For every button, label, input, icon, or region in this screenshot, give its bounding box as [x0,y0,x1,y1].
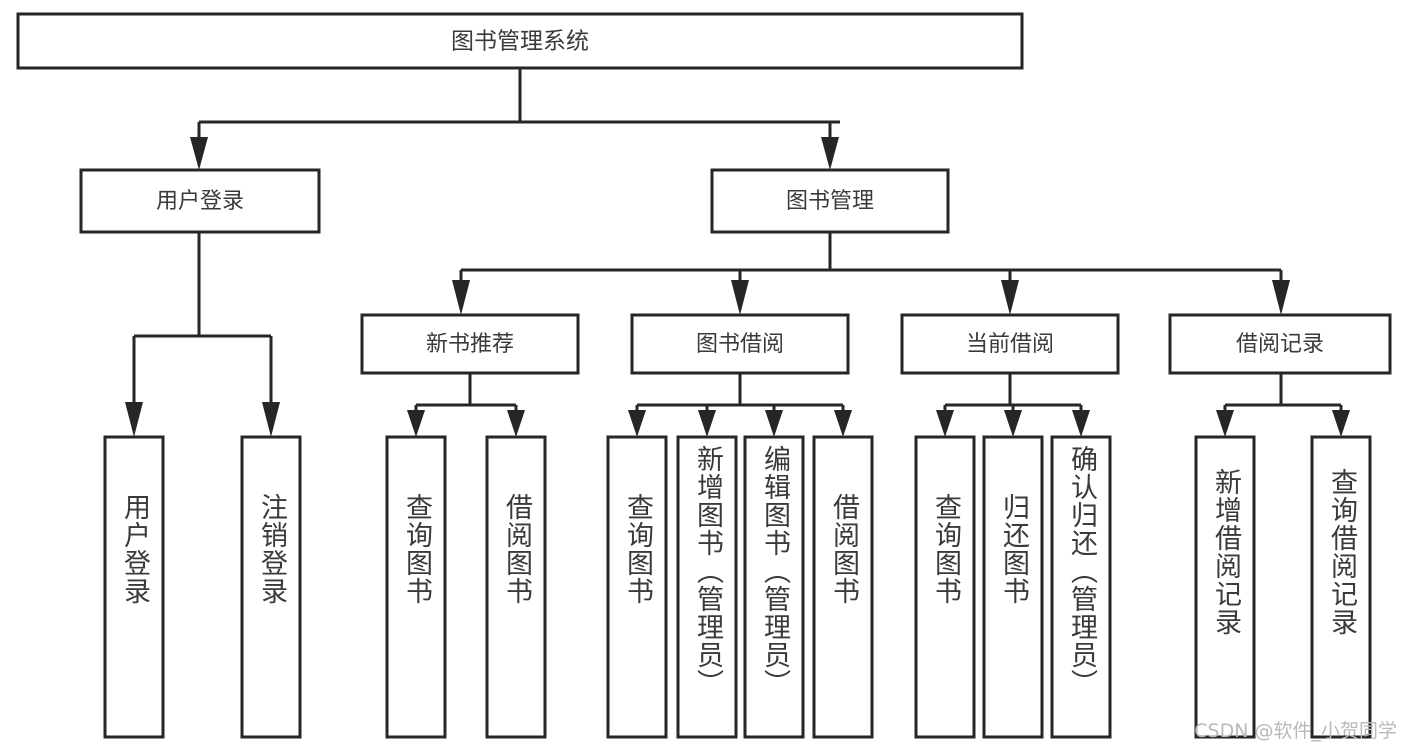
watermark-text: CSDN @软件_小贺同学 [1194,720,1397,742]
node-user-login[interactable]: 用户登录 [79,168,321,234]
arrowhead-leaf-edit-book [765,410,783,437]
arrowhead-book-borrow [731,280,749,315]
node-user-login-label: 用户登录 [156,189,244,214]
connector-group-new-book-rec [407,373,525,437]
node-borrow-record[interactable]: 借阅记录 [1168,313,1392,375]
arrowhead-leaf-add-record [1216,410,1234,437]
arrowhead-user-login [190,137,208,170]
node-leaf-add-record-box[interactable] [1194,435,1256,739]
node-new-book-rec[interactable]: 新书推荐 [360,313,580,375]
node-leaf-edit-book-box[interactable] [743,435,805,739]
connector-group-book-manage [452,232,1290,315]
node-leaf-query-book-borrow-box[interactable] [606,435,668,739]
node-leaf-query-record-box[interactable] [1310,435,1372,739]
node-leaf-add-book-box[interactable] [676,435,738,739]
arrowhead-leaf-confirm-return [1072,410,1090,437]
arrowhead-current-borrow [1001,280,1019,315]
node-book-borrow-box[interactable] [630,313,850,375]
node-leaf-confirm-return-box[interactable] [1050,435,1112,739]
node-leaf-borrow-book-rec-box[interactable] [485,435,547,739]
node-current-borrow-box[interactable] [900,313,1120,375]
node-leaf-borrow-book-box[interactable] [812,435,874,739]
node-borrow-record-box[interactable] [1168,313,1392,375]
connector-group-book-borrow [628,373,852,437]
node-leaf-query-book-rec-box[interactable] [385,435,447,739]
node-root-box[interactable] [16,12,1024,70]
node-book-manage-label: 图书管理 [786,189,874,214]
node-root-label: 图书管理系统 [451,29,589,55]
arrowhead-leaf-return-book [1004,410,1022,437]
node-book-manage[interactable]: 图书管理 [710,168,950,234]
node-root[interactable]: 图书管理系统 [16,12,1024,70]
node-current-borrow[interactable]: 当前借阅 [900,313,1120,375]
node-leaf-return-book-box[interactable] [982,435,1044,739]
node-current-borrow-label: 当前借阅 [966,332,1054,357]
arrowhead-leaf-add-book [698,410,716,437]
connector-group-current-borrow [936,373,1090,437]
arrowhead-leaf-user-logout [262,402,280,437]
node-borrow-record-label: 借阅记录 [1236,332,1324,357]
node-leaf-user-login-box[interactable] [103,435,165,739]
arrowhead-leaf-borrow-book-rec [507,410,525,437]
arrowhead-leaf-user-login [125,402,143,437]
arrowhead-leaf-query-record [1332,410,1350,437]
arrowhead-leaf-query-book-rec [407,410,425,437]
connector-group-user-login [125,232,280,437]
arrowhead-leaf-query-book-borrow [628,410,646,437]
connector-group-root [190,68,840,170]
arrowhead-book-manage [821,137,839,170]
node-leaf-query-book-current-box[interactable] [914,435,976,739]
arrowhead-leaf-borrow-book [834,410,852,437]
node-book-borrow[interactable]: 图书借阅 [630,313,850,375]
node-new-book-rec-box[interactable] [360,313,580,375]
arrowhead-leaf-query-book-current [936,410,954,437]
node-new-book-rec-label: 新书推荐 [426,332,514,357]
node-user-login-box[interactable] [79,168,321,234]
connector-group-borrow-record [1216,373,1350,437]
arrowhead-new-book-rec [452,280,470,315]
node-book-borrow-label: 图书借阅 [696,332,784,357]
node-book-manage-box[interactable] [710,168,950,234]
arrowhead-borrow-record [1272,280,1290,315]
node-leaf-user-logout-box[interactable] [240,435,302,739]
